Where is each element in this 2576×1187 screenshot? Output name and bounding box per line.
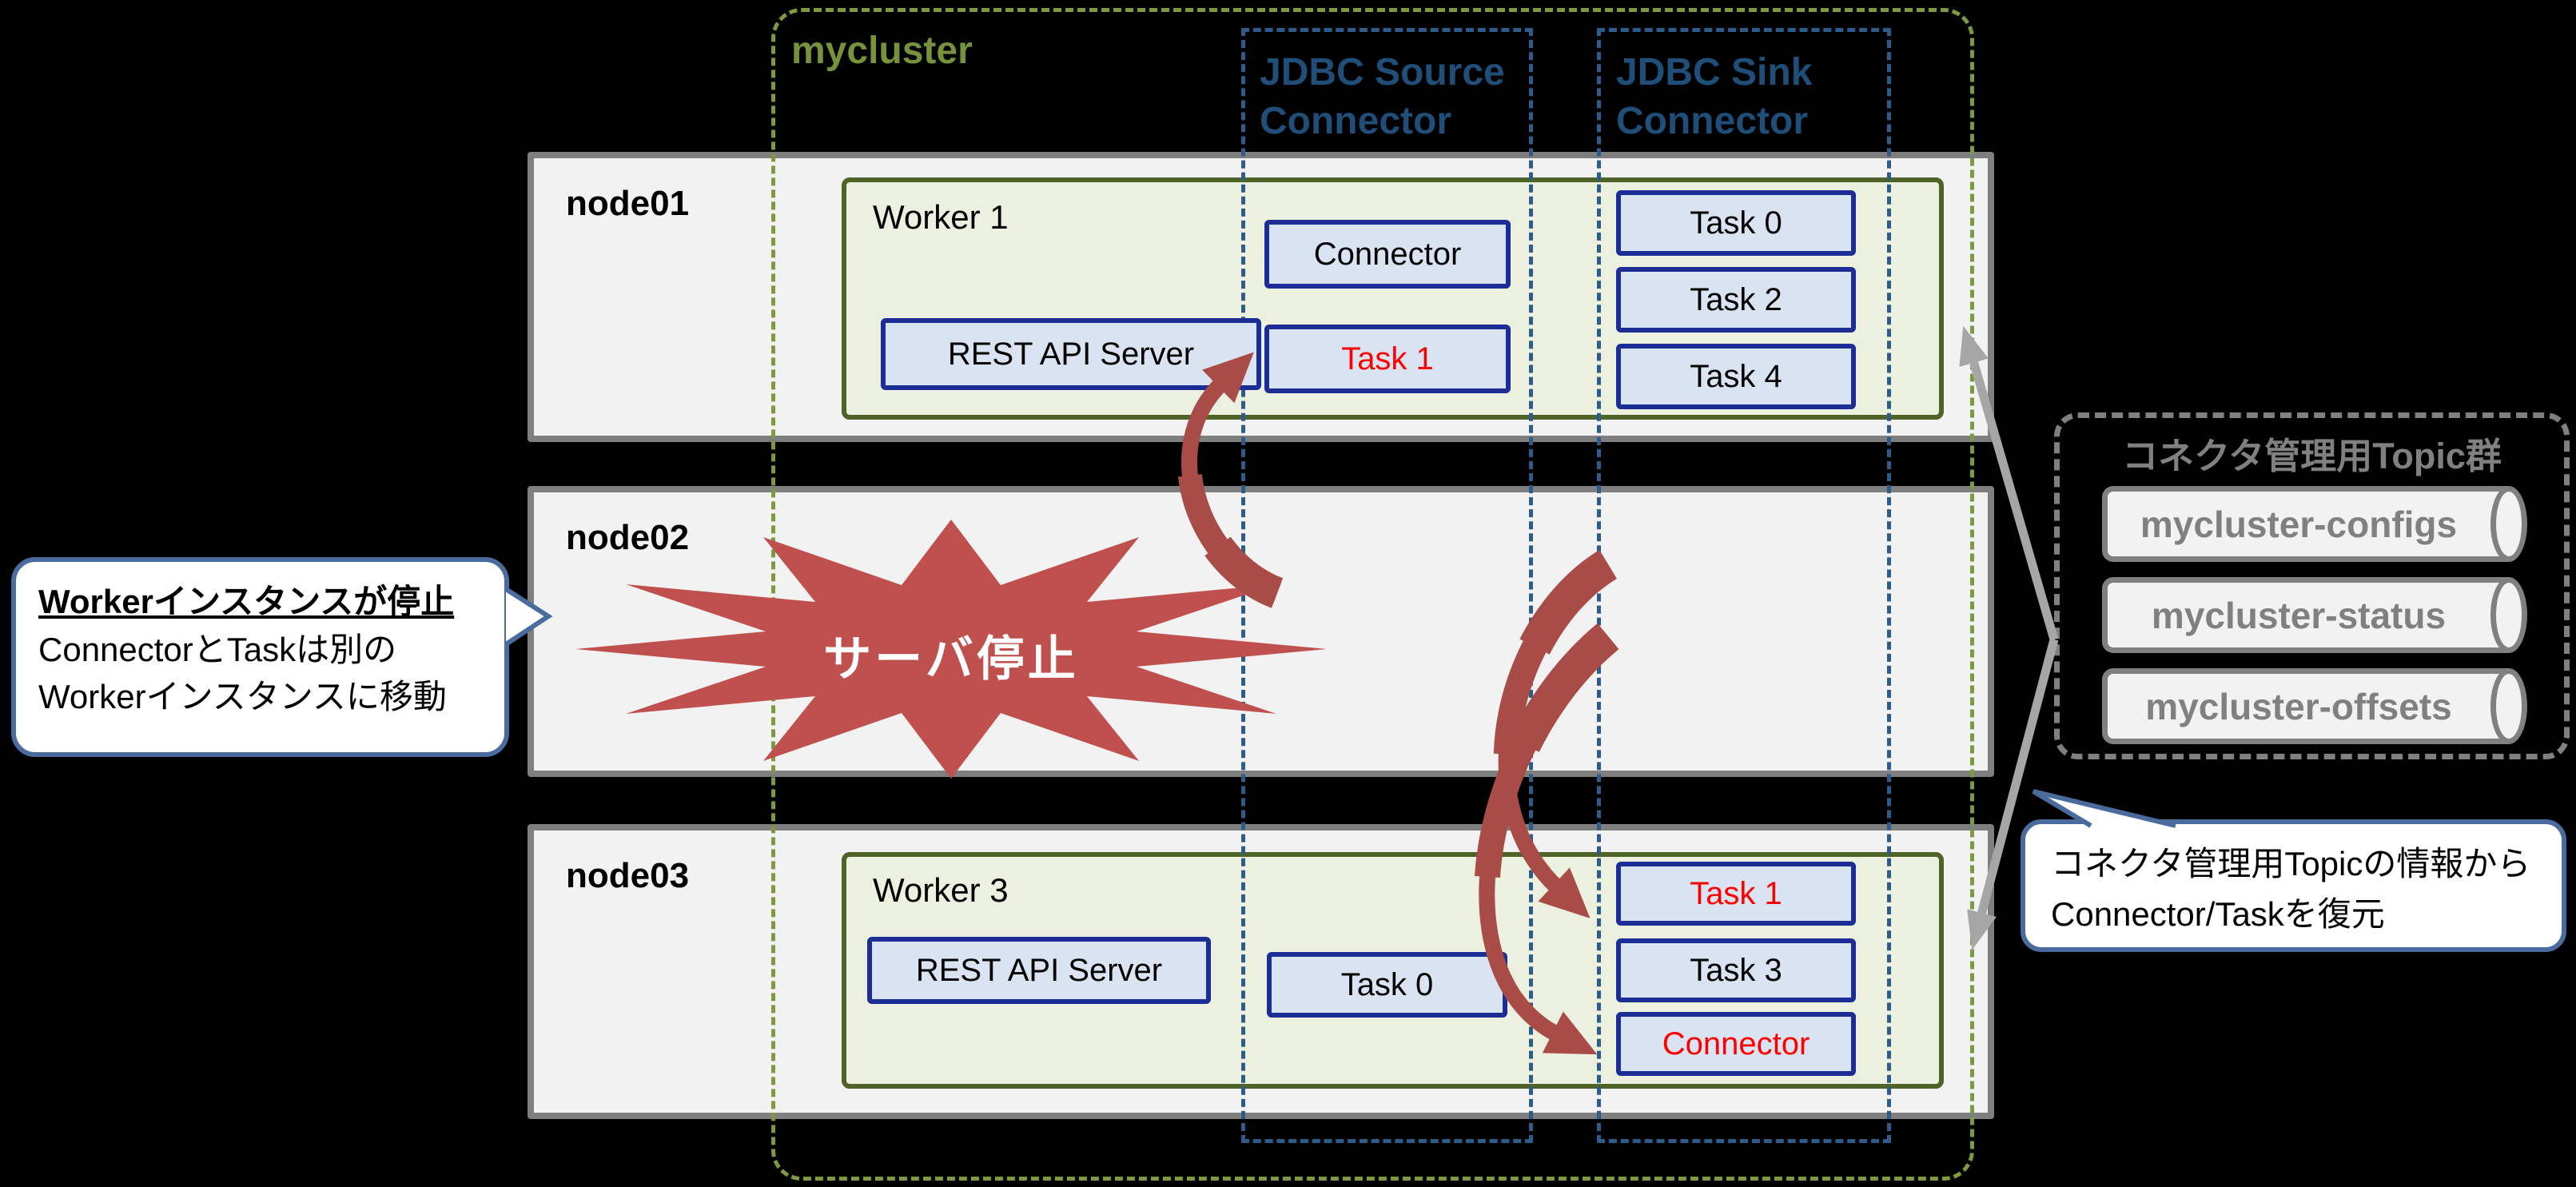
restore-callout-line2: Connector/Taskを復元 [2051, 895, 2385, 933]
node01-source-connector-box: Connector [1264, 220, 1511, 289]
topic-cylinder-cap [2490, 577, 2527, 653]
topic-cylinder-cap [2490, 486, 2527, 562]
server-stop-label: サーバ停止 [823, 632, 1079, 686]
restore-callout-line1: コネクタ管理用Topicの情報から [2051, 845, 2531, 882]
node01-label: node01 [566, 184, 690, 223]
node03-moved-connector-box: Connector [1616, 1012, 1856, 1076]
topic-mycluster-configs: mycluster-configs [2102, 486, 2527, 562]
node02-label: node02 [566, 518, 690, 557]
node03-source-task0-box: Task 0 [1267, 952, 1507, 1018]
topic-cylinder-body [2102, 668, 2509, 744]
worker-stopped-callout: Workerインスタンスが停止 ConnectorとTaskは別の Worker… [11, 557, 509, 757]
topic-cylinder-body [2102, 486, 2509, 562]
worker-stopped-callout-line1: ConnectorとTaskは別の [38, 630, 397, 668]
mycluster-label: mycluster [791, 30, 973, 72]
worker-stopped-callout-title: Workerインスタンスが停止 [38, 583, 455, 620]
topic-mycluster-status: mycluster-status [2102, 577, 2527, 653]
node03-sink-task3-box: Task 3 [1616, 938, 1856, 1002]
jdbc-sink-title: JDBC Sink Connector [1616, 51, 1813, 143]
topic-cylinder-cap [2490, 668, 2527, 744]
node01-sink-task2-box: Task 2 [1616, 267, 1856, 333]
worker-stopped-callout-line2: Workerインスタンスに移動 [38, 678, 447, 716]
topic-label: mycluster-offsets [2145, 685, 2452, 727]
worker3-label: Worker 3 [873, 871, 1009, 909]
node01-sink-task4-box: Task 4 [1616, 344, 1856, 409]
jdbc-source-title: JDBC Source Connector [1260, 51, 1505, 143]
topic-label: mycluster-status [2151, 594, 2447, 636]
management-topics-title: コネクタ管理用Topic群 [2122, 436, 2502, 476]
topic-cylinder-body [2102, 577, 2509, 653]
node03-moved-sink-task1-box: Task 1 [1616, 862, 1856, 926]
worker1-label: Worker 1 [873, 198, 1009, 236]
node01-rest-api-server-box: REST API Server [881, 318, 1261, 390]
node03-label: node03 [566, 856, 690, 895]
node01-moved-task1-box: Task 1 [1264, 325, 1511, 393]
topic-mycluster-offsets: mycluster-offsets [2102, 668, 2527, 744]
node01-sink-task0-box: Task 0 [1616, 190, 1856, 256]
node03-rest-api-server-box: REST API Server [867, 937, 1211, 1004]
node02-box: node02 [528, 486, 1994, 777]
restore-callout: コネクタ管理用Topicの情報から Connector/Taskを復元 [2021, 819, 2566, 952]
topic-label: mycluster-configs [2140, 503, 2458, 545]
